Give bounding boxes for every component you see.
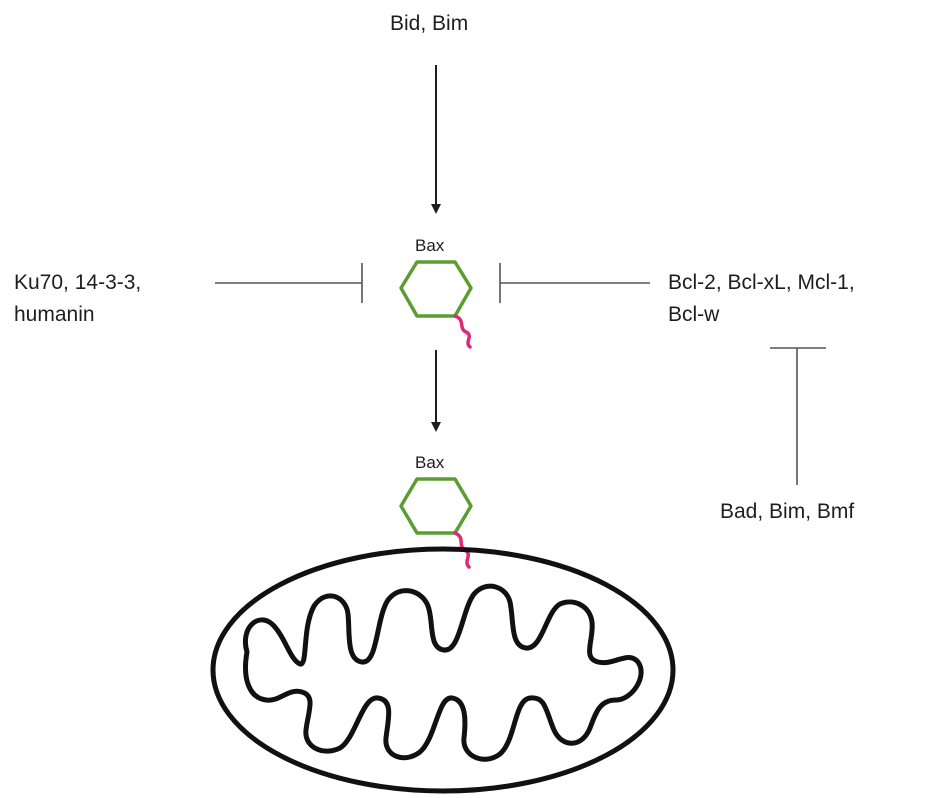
- mitochondrion-cristae: [243, 583, 644, 762]
- right-inhibitors-line1: Bcl-2, Bcl-xL, Mcl-1,: [668, 271, 855, 294]
- bax-bottom-label: Bax: [415, 453, 445, 472]
- activators-label: Bid, Bim: [390, 12, 469, 35]
- bax-bottom-icon: [399, 477, 473, 569]
- mitochondrion-icon: [210, 546, 676, 794]
- inhibition-right: [499, 263, 650, 303]
- bax-top-label: Bax: [415, 236, 445, 255]
- sensitizers-label: Bad, Bim, Bmf: [720, 500, 855, 523]
- left-inhibitors-line2: humanin: [14, 303, 95, 326]
- bax-top-icon: [399, 260, 473, 349]
- inhibition-left: [215, 263, 363, 303]
- inhibition-sensitizers: [770, 347, 826, 485]
- left-inhibitors-line1: Ku70, 14-3-3,: [14, 271, 142, 294]
- right-inhibitors-line2: Bcl-w: [668, 303, 720, 326]
